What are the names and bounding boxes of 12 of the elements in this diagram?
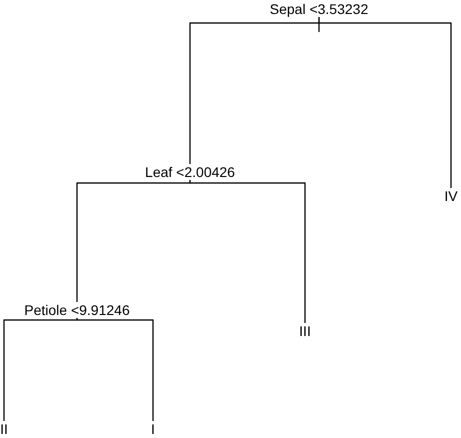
tree-branch-line bbox=[318, 17, 452, 188]
split-rule-label: Leaf <2.00426 bbox=[145, 164, 235, 180]
tree-branch-line bbox=[76, 318, 154, 421]
leaf-class-label: III bbox=[299, 323, 311, 339]
split-rule-label: Sepal <3.53232 bbox=[270, 1, 368, 17]
leaf-class-label: II bbox=[0, 421, 8, 437]
tree-branch-line bbox=[3, 318, 78, 421]
split-rule-label: Petiole <9.91246 bbox=[24, 302, 130, 318]
leaf-class-label: I bbox=[151, 421, 155, 437]
tree-branch-line bbox=[76, 180, 191, 302]
tree-branch-line bbox=[189, 180, 306, 323]
leaf-class-label: IV bbox=[444, 188, 458, 204]
